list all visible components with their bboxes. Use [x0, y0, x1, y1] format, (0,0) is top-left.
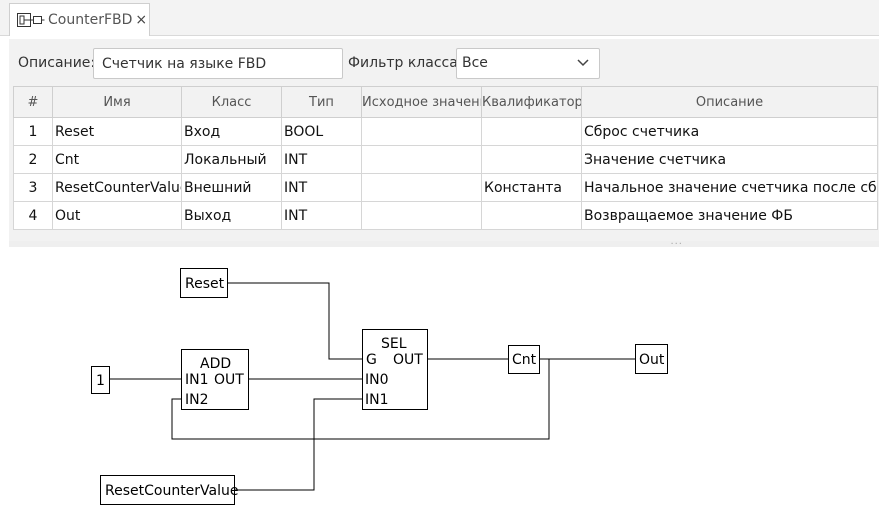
- add-output-out: OUT: [214, 372, 244, 388]
- class-filter-select[interactable]: Все: [456, 48, 600, 79]
- diagram-wires: [109, 282, 635, 491]
- function-block-add[interactable]: ADD IN1 OUT IN2: [181, 349, 249, 410]
- sel-output-out: OUT: [393, 352, 423, 368]
- chevron-down-icon: [577, 59, 589, 67]
- cell-initial-value[interactable]: [361, 173, 482, 202]
- cell-initial-value[interactable]: [361, 145, 482, 174]
- table-row[interactable]: 1 Reset Вход BOOL Сброс счетчика: [13, 117, 878, 146]
- cell-number[interactable]: 1: [13, 117, 53, 146]
- add-input-in2: IN2: [185, 392, 209, 408]
- cell-qualifier[interactable]: Константа: [481, 173, 582, 202]
- table-row[interactable]: 3 ResetCounterValue Внешний INT Констант…: [13, 173, 878, 202]
- cell-class[interactable]: Вход: [181, 117, 282, 146]
- column-header-type[interactable]: Тип: [281, 86, 362, 118]
- sel-input-g: G: [366, 352, 377, 368]
- variables-table: # Имя Класс Тип Исходное значение Квалиф…: [13, 86, 878, 230]
- cell-name[interactable]: ResetCounterValue: [52, 173, 182, 202]
- wire-reset-counter-to-sel-in1[interactable]: [234, 398, 362, 491]
- constant-one-label: 1: [96, 373, 105, 389]
- cell-qualifier[interactable]: [481, 117, 582, 146]
- table-header-row: # Имя Класс Тип Исходное значение Квалиф…: [13, 86, 878, 118]
- cell-type[interactable]: BOOL: [281, 117, 362, 146]
- class-filter-label: Фильтр класса:: [348, 55, 463, 71]
- panel-splitter[interactable]: ···: [9, 239, 879, 250]
- add-input-in1: IN1: [185, 372, 209, 388]
- tab-bar: CounterFBD ×: [0, 0, 879, 36]
- column-header-initial-value[interactable]: Исходное значение: [361, 86, 482, 118]
- description-label: Описание:: [18, 55, 96, 71]
- tab-counterfbd[interactable]: CounterFBD ×: [9, 3, 150, 36]
- variable-reset-counter-label: ResetCounterValue: [105, 483, 239, 499]
- wire-cnt-feedback-to-add-in2[interactable]: [171, 359, 550, 440]
- variable-reset-label: Reset: [185, 276, 225, 292]
- cell-initial-value[interactable]: [361, 117, 482, 146]
- cell-initial-value[interactable]: [361, 201, 482, 230]
- sel-input-in1: IN1: [365, 392, 389, 408]
- sel-block-title: SEL: [381, 336, 407, 352]
- variable-block-cnt[interactable]: Cnt: [508, 345, 540, 374]
- variable-out-label: Out: [639, 352, 665, 368]
- cell-qualifier[interactable]: [481, 201, 582, 230]
- cell-type[interactable]: INT: [281, 173, 362, 202]
- variable-cnt-label: Cnt: [512, 352, 537, 368]
- column-header-description[interactable]: Описание: [581, 86, 878, 118]
- splitter-grip-icon: ···: [670, 239, 683, 250]
- column-header-name[interactable]: Имя: [52, 86, 182, 118]
- filter-row: Описание: Фильтр класса: Все: [9, 39, 879, 87]
- cell-number[interactable]: 2: [13, 145, 53, 174]
- cell-type[interactable]: INT: [281, 201, 362, 230]
- column-header-number[interactable]: #: [13, 86, 53, 118]
- fbd-icon: [16, 11, 46, 29]
- table-row[interactable]: 4 Out Выход INT Возвращаемое значение ФБ: [13, 201, 878, 230]
- cell-description[interactable]: Значение счетчика: [581, 145, 878, 174]
- variable-block-reset[interactable]: Reset: [180, 268, 228, 298]
- cell-class[interactable]: Внешний: [181, 173, 282, 202]
- column-header-class[interactable]: Класс: [181, 86, 282, 118]
- variable-block-out[interactable]: Out: [635, 344, 668, 374]
- tab-close-icon[interactable]: ×: [135, 12, 148, 28]
- variable-block-reset-counter-value[interactable]: ResetCounterValue: [100, 475, 239, 505]
- cell-number[interactable]: 3: [13, 173, 53, 202]
- description-input[interactable]: [93, 48, 343, 79]
- cell-class[interactable]: Локальный: [181, 145, 282, 174]
- table-row[interactable]: 2 Cnt Локальный INT Значение счетчика: [13, 145, 878, 174]
- class-filter-value: Все: [462, 55, 488, 71]
- cell-class[interactable]: Выход: [181, 201, 282, 230]
- cell-name[interactable]: Cnt: [52, 145, 182, 174]
- function-block-sel[interactable]: SEL G OUT IN0 IN1: [362, 329, 428, 410]
- wire-reset-to-sel-g[interactable]: [227, 282, 362, 360]
- cell-name[interactable]: Out: [52, 201, 182, 230]
- tab-title: CounterFBD: [48, 12, 133, 28]
- column-header-qualifier[interactable]: Квалификатор: [481, 86, 582, 118]
- cell-description[interactable]: Сброс счетчика: [581, 117, 878, 146]
- cell-description[interactable]: Возвращаемое значение ФБ: [581, 201, 878, 230]
- add-block-title: ADD: [200, 356, 231, 372]
- cell-qualifier[interactable]: [481, 145, 582, 174]
- cell-number[interactable]: 4: [13, 201, 53, 230]
- cell-description[interactable]: Начальное значение счетчика после сброса: [581, 173, 878, 202]
- cell-name[interactable]: Reset: [52, 117, 182, 146]
- constant-block-one[interactable]: 1: [91, 366, 110, 394]
- sel-input-in0: IN0: [365, 372, 389, 388]
- cell-type[interactable]: INT: [281, 145, 362, 174]
